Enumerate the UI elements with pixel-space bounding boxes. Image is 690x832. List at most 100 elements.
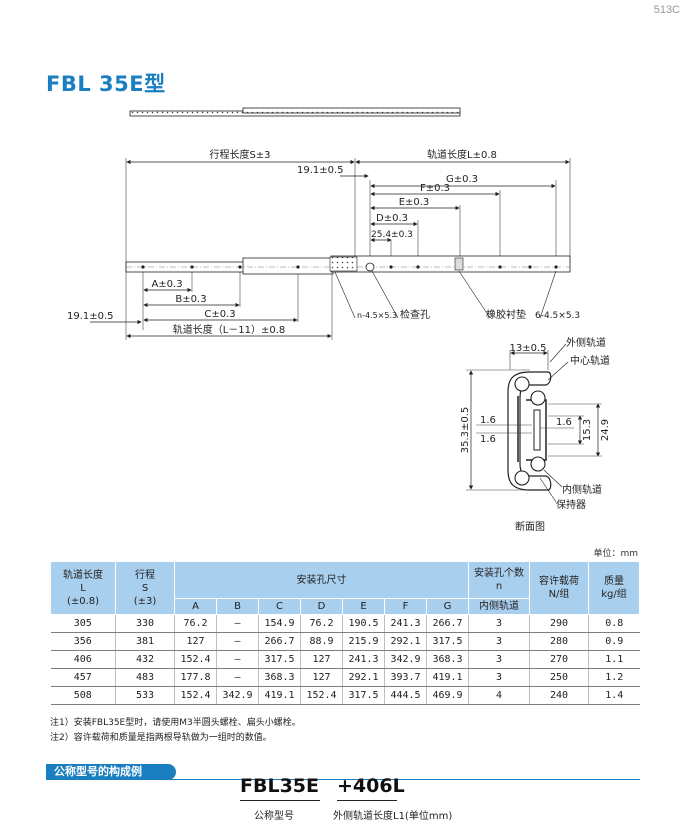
six-holes-label: 6-4.5×5.3 [535, 311, 580, 321]
cell: 152.4 [174, 650, 217, 669]
n-holes-label: n-4.5×5.3 [357, 311, 397, 320]
cell: 88.9 [300, 632, 343, 651]
cell: 76.2 [300, 614, 343, 633]
cell: 190.5 [342, 614, 385, 633]
dim-g-label: G±0.3 [446, 174, 478, 185]
model-code: FBL35E [240, 775, 319, 797]
footnote-2: 注2）容许载荷和质量是指两根导轨做为一组时的数值。 [50, 733, 272, 743]
cell: 457 [50, 668, 116, 687]
cell: — [216, 632, 259, 651]
dim-b-label: B±0.3 [175, 294, 206, 305]
th-mount-holes: 安装孔尺寸 [174, 561, 469, 599]
cell: 508 [50, 686, 116, 705]
cell: 317.5 [426, 632, 469, 651]
cell: 76.2 [174, 614, 217, 633]
dim-f-label: F±0.3 [420, 183, 450, 194]
cell: 241.3 [384, 614, 427, 633]
th-col-a: A [174, 598, 217, 615]
cell: 290 [529, 614, 589, 633]
suffix-underline [337, 800, 397, 801]
cell: 342.9 [384, 650, 427, 669]
cell: 432 [115, 650, 175, 669]
retainer-label: 保持器 [556, 498, 586, 511]
cell: 152.4 [300, 686, 343, 705]
inspect-hole-label: 检查孔 [400, 308, 430, 321]
cell: 177.8 [174, 668, 217, 687]
cell: 280 [529, 632, 589, 651]
cell: 215.9 [342, 632, 385, 651]
cell: 368.3 [426, 650, 469, 669]
inner-rail-label: 内侧轨道 [562, 483, 602, 496]
page-number: 513C [653, 4, 680, 16]
cell: 419.1 [258, 686, 301, 705]
cell: 381 [115, 632, 175, 651]
cell: 127 [300, 650, 343, 669]
cell: 1.2 [588, 668, 640, 687]
rail-body [125, 255, 571, 275]
cell: 483 [115, 668, 175, 687]
dim-25-label: 25.4±0.3 [371, 230, 413, 240]
cell: 1.4 [588, 686, 640, 705]
cell: 330 [115, 614, 175, 633]
cell: 444.5 [384, 686, 427, 705]
outer-rail-label: 外侧轨道 [566, 336, 606, 349]
th-col-f: F [384, 598, 427, 615]
cell: 393.7 [384, 668, 427, 687]
model-caption: 公称型号 [254, 811, 294, 822]
cell: — [216, 668, 259, 687]
cell: 0.9 [588, 632, 640, 651]
suffix-caption: 外侧轨道长度L1(单位mm) [333, 811, 453, 822]
cell: — [216, 614, 259, 633]
cell: 127 [174, 632, 217, 651]
center-rail-label: 中心轨道 [570, 354, 610, 367]
th-col-b: B [216, 598, 259, 615]
model-underline [240, 800, 320, 801]
sec-16c-label: 1.6 [556, 417, 572, 428]
cell: 342.9 [216, 686, 259, 705]
rail-thumbnail [129, 107, 461, 117]
dim-c-label: C±0.3 [204, 309, 235, 320]
dim-19-top-label: 19.1±0.5 [297, 165, 344, 176]
cell: 3 [468, 650, 530, 669]
th-col-g: G [426, 598, 469, 615]
cell: 3 [468, 614, 530, 633]
sec-249-label: 24.9 [600, 419, 611, 441]
sec-16b-label: 1.6 [480, 434, 496, 445]
sec-height-label: 35.3±0.5 [460, 407, 471, 454]
th-col-c: C [258, 598, 301, 615]
section-caption: 断面图 [515, 520, 545, 533]
cell: 305 [50, 614, 116, 633]
sec-13-label: 13±0.5 [509, 343, 546, 354]
cell: 266.7 [258, 632, 301, 651]
dim-e-label: E±0.3 [399, 197, 430, 208]
th-col-d: D [300, 598, 343, 615]
cell: 356 [50, 632, 116, 651]
cell: 317.5 [342, 686, 385, 705]
cell: 241.3 [342, 650, 385, 669]
dim-19-bottom-label: 19.1±0.5 [67, 311, 114, 322]
cell: — [216, 650, 259, 669]
example-rule [46, 779, 640, 780]
cell: 0.8 [588, 614, 640, 633]
cell: 4 [468, 686, 530, 705]
cell: 266.7 [426, 614, 469, 633]
cell: 240 [529, 686, 589, 705]
dim-rail-length-label: 轨道长度L±0.8 [427, 148, 497, 161]
cell: 292.1 [384, 632, 427, 651]
cell: 3 [468, 632, 530, 651]
cell: 533 [115, 686, 175, 705]
sec-16a-label: 1.6 [480, 415, 496, 426]
th-col-e: E [342, 598, 385, 615]
dim-d-label: D±0.3 [376, 213, 408, 224]
cell: 419.1 [426, 668, 469, 687]
sec-153-label: 15.3 [582, 419, 593, 441]
